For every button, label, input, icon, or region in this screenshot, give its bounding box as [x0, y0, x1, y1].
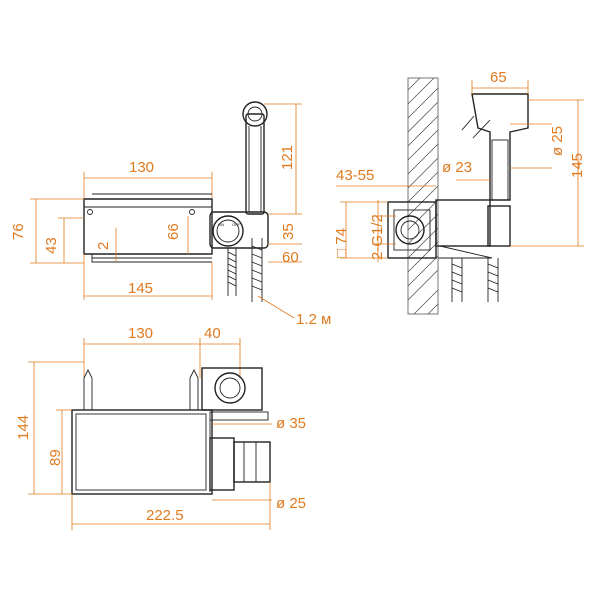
dim-thread-g12: 2-G1/2: [369, 214, 386, 260]
shower-handle: [245, 113, 265, 215]
dim-plan-130: 130: [128, 325, 153, 342]
wall: [407, 77, 439, 315]
front-view: 130 76 43 2 66 145 ON OFF: [10, 101, 331, 328]
dim-145-right: 145: [569, 153, 586, 178]
dim-130-top: 130: [129, 159, 154, 176]
dim-60: 60: [282, 249, 299, 266]
dim-43-55: 43-55: [336, 167, 374, 184]
dim-plan-dia-35: ø 35: [276, 415, 306, 432]
dim-plan-dia-25: ø 25: [276, 495, 306, 512]
dim-block-74: □ 74: [333, 228, 350, 258]
hand-shower-plan: [233, 441, 271, 483]
side-view: 65 145 ø 25 ø 23 43-55 □ 74 2-G1/2: [333, 69, 586, 315]
dim-43: 43: [43, 237, 60, 254]
screw-right: [189, 368, 199, 410]
dim-121: 121: [279, 145, 296, 170]
hand-shower-side: [471, 93, 529, 201]
holder-block: [487, 205, 511, 247]
shelf-body-front: [83, 198, 213, 255]
dim-66: 66: [165, 223, 182, 240]
mixer-knob: [212, 215, 244, 247]
holder-plan: [209, 437, 235, 491]
front-plate: [435, 199, 491, 247]
dim-65: 65: [490, 69, 507, 86]
dim-2: 2: [95, 242, 112, 250]
dim-76: 76: [10, 223, 27, 240]
shelf-plan: [71, 409, 213, 495]
dim-plan-144: 144: [15, 415, 32, 440]
dim-35: 35: [280, 223, 297, 240]
dim-dia-23: ø 23: [442, 159, 472, 176]
screw-left: [83, 368, 93, 410]
plan-view: 130 40 144 89 ø 35 ø 25: [15, 325, 306, 530]
mixer-housing: [209, 211, 269, 249]
dim-plan-222-5: 222.5: [146, 507, 184, 524]
dim-plan-40: 40: [204, 325, 221, 342]
mixer-off-label: OFF: [232, 222, 241, 227]
dim-dia-25-side: ø 25: [549, 126, 566, 156]
dim-145-bottom: 145: [128, 280, 153, 297]
mixer-on-label: ON: [218, 222, 224, 227]
mixer-plan: [201, 367, 263, 411]
dim-hose-length: 1.2 м: [296, 311, 331, 328]
dim-plan-89: 89: [47, 449, 64, 466]
